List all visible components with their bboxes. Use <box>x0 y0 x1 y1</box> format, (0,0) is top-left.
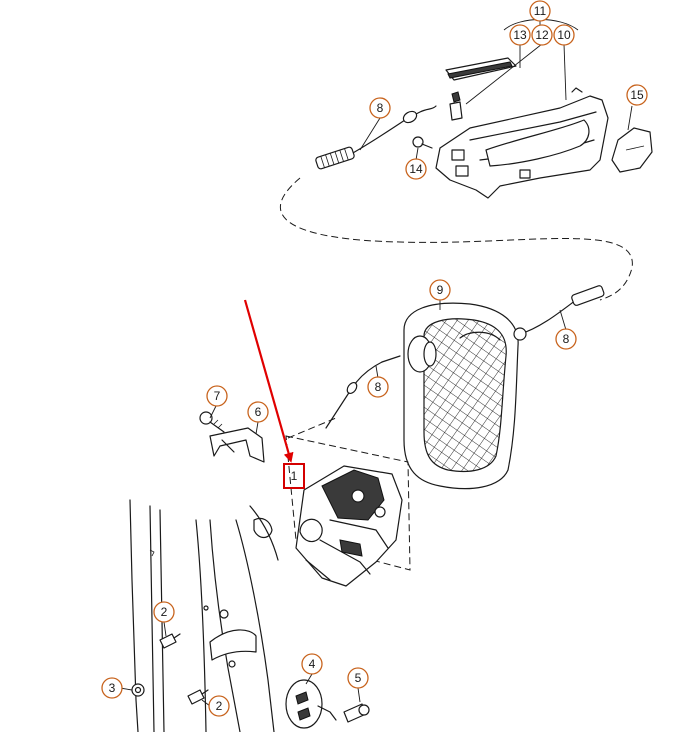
callout-10[interactable]: 10 <box>553 24 575 46</box>
callout-14-label: 14 <box>409 162 423 176</box>
callout-8-right[interactable]: 8 <box>555 328 577 350</box>
small-clip <box>449 91 463 121</box>
nut-3 <box>131 683 145 697</box>
callout-2-upper[interactable]: 2 <box>153 601 175 623</box>
lock-assembly-outline <box>285 435 411 571</box>
door-seal-9 <box>403 302 519 490</box>
callout-3[interactable]: 3 <box>101 677 123 699</box>
callout-6[interactable]: 6 <box>247 401 269 423</box>
callout-11[interactable]: 11 <box>529 0 551 22</box>
callout-10-label: 10 <box>557 28 571 42</box>
callout-6-label: 6 <box>255 405 262 419</box>
screw-2-lower <box>187 689 209 705</box>
leader-lines <box>119 19 633 707</box>
callout-15-label: 15 <box>630 88 644 102</box>
callout-1-label: 1 <box>291 469 298 483</box>
bowden-cable-lower <box>325 355 401 429</box>
bowden-cable-middle <box>459 285 605 341</box>
callout-13-label: 13 <box>513 28 527 42</box>
callout-15[interactable]: 15 <box>626 84 648 106</box>
callout-4-label: 4 <box>309 657 316 671</box>
screw-7 <box>199 411 225 433</box>
door-lock-unit <box>295 465 403 587</box>
callout-2-lower-label: 2 <box>216 699 223 713</box>
callout-7[interactable]: 7 <box>206 385 228 407</box>
callout-5[interactable]: 5 <box>347 667 369 689</box>
cable-routing-lower <box>287 417 337 439</box>
bolt-5 <box>343 703 370 723</box>
callout-3-label: 3 <box>109 681 116 695</box>
callout-12-label: 12 <box>535 28 549 42</box>
callout-12[interactable]: 12 <box>531 24 553 46</box>
lock-cylinder-cap <box>445 57 517 81</box>
bracket-6 <box>209 427 265 463</box>
red-arrow <box>243 299 294 463</box>
callout-8-upper[interactable]: 8 <box>369 97 391 119</box>
highlight-box-part-1 <box>283 463 305 489</box>
callout-13[interactable]: 13 <box>509 24 531 46</box>
callout-5-label: 5 <box>355 671 362 685</box>
callout-9-label: 9 <box>437 283 444 297</box>
callout-8-right-label: 8 <box>563 332 570 346</box>
screw-2-upper <box>159 633 181 649</box>
callout-11-label: 11 <box>534 4 547 18</box>
callout-8-middle-label: 8 <box>375 380 382 394</box>
outer-handle-bracket <box>435 87 609 199</box>
callout-9[interactable]: 9 <box>429 279 451 301</box>
callout-4[interactable]: 4 <box>301 653 323 675</box>
door-shell <box>129 499 279 732</box>
trim-cap-15 <box>611 127 653 173</box>
screw-14 <box>412 136 433 149</box>
callout-8-middle[interactable]: 8 <box>367 376 389 398</box>
callout-2-upper-label: 2 <box>161 605 168 619</box>
callout-14[interactable]: 14 <box>405 158 427 180</box>
striker-plate-4 <box>285 679 337 729</box>
callout-8-upper-label: 8 <box>377 101 384 115</box>
callout-1[interactable]: 1 <box>291 469 298 483</box>
bowden-cable-upper <box>315 105 437 170</box>
cable-routing-upper <box>279 177 633 301</box>
callout-2-lower[interactable]: 2 <box>208 695 230 717</box>
callout-7-label: 7 <box>214 389 221 403</box>
